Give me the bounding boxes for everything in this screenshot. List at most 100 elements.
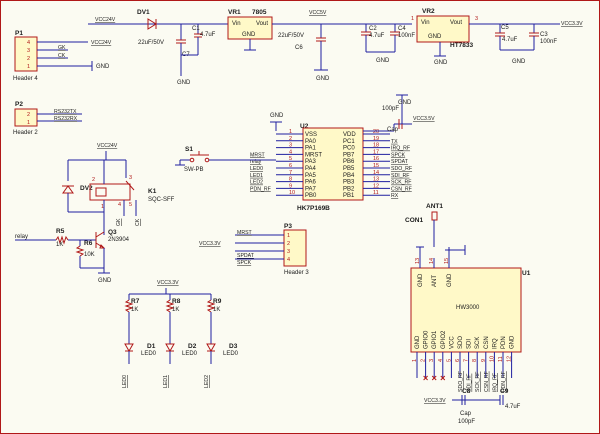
u2-right-pin-8: PB2 [343,186,355,192]
ant-symbol [431,211,438,221]
u1-bottom-num-1: 2 [421,359,427,362]
led-resistor-ref-0: R7 [131,298,140,305]
u2-right-pin-9: PB1 [343,193,355,199]
vr2-pin3: 3 [475,16,478,22]
p1-pin2: 2 [27,56,30,62]
c3-ref: C3 [540,32,548,38]
c6-value: 22uF/50V [278,33,304,39]
c9-value: 4.7uF [505,404,521,410]
u2-left-num-0: 1 [289,129,292,135]
ant-ref: ANT1 [426,203,443,210]
u2-left-pin-1: PA0 [305,139,317,145]
gnd-c7: GND [177,80,191,86]
k1-pin5: 5 [129,202,132,208]
led-diode-ref-0: D1 [147,343,156,350]
u2-left-net-3: MRST [250,152,266,158]
vr2-regulator [416,15,470,43]
u2-right-num-6: 14 [373,170,379,176]
p2-header: P2 2 1 RS232TX RS232RX Header 2 [13,101,82,136]
u2-right-pin-0: VDD [343,132,356,138]
q3-gnd: GND [98,278,112,284]
u2-left-pin-0: VSS [305,132,317,138]
u2-left-num-6: 7 [289,170,292,176]
u2-right-net-2: IRQ_RF [391,146,410,152]
u2-left-num-4: 5 [289,156,292,162]
c8-value: Cap [460,411,472,417]
u2-left-num-8: 9 [289,183,292,189]
u2-right-pin-5: PB5 [343,166,355,172]
u2-left-pin-8: PA7 [305,186,317,192]
u2-body [302,127,364,201]
led-resistor-ref-2: R9 [213,298,222,305]
p3-pin1: 1 [287,233,290,239]
u2-right-pin-1: PC1 [343,139,355,145]
led-resistor-val-2: 1K [213,307,220,313]
c5-ref: C5 [501,25,509,31]
con-ref: CON1 [405,217,423,224]
u2-left-pin-2: PA1 [305,146,317,152]
u1-bottom-num-9: 10 [489,356,495,362]
u2-right-net-4: SPDAT [391,159,409,165]
u1-bottom-pin-0: GND [415,335,421,349]
led-resistor-val-1: 1K [172,307,179,313]
u2-left-num-3: 4 [289,149,292,155]
vr2-pin1: 1 [411,16,414,22]
u2-left-net-4: relay [250,159,262,165]
p3-net-spck: SPCK [237,260,252,266]
led-resistor-1 [165,299,175,313]
u2-left-pin-3: MRST [305,152,322,158]
u2-cap-ref: Cap [387,127,399,133]
r6-ref: R6 [84,240,93,247]
p1-net-gk: GK [58,45,66,51]
u1-bottom-num-7: 8 [472,359,478,362]
rf-vcc: VCC3.3V [424,398,446,404]
switch-s1: S1 SW-PB [175,146,276,173]
u1-bottom-num-0: 1 [412,359,418,362]
u2-left-pin-7: PA6 [305,180,317,186]
r5-ref: R5 [56,228,65,235]
u2-right-pin-4: PB6 [343,159,355,165]
led-diode-name-0: LED0 [141,351,157,357]
gnd-c6: GND [316,76,330,82]
u1-bottom-net-8: CSN_RF [484,371,490,392]
p2-net-rx: RS232RX [54,116,78,122]
u1-bottom-pin-7: SCK [475,337,481,349]
led-diode-1 [165,343,175,353]
k1-pin2: 2 [92,177,95,183]
u2-cap-value: 100pF [382,106,399,112]
u1-bottom-num-6: 7 [464,359,470,362]
u2-left-net-8: PDN_RF [250,186,271,192]
gnd-c5-c3: GND [512,59,526,65]
c3-value: 100nF [540,39,557,45]
k1-coil [89,183,131,201]
u1-body [410,267,522,353]
gnd-c2-c4: GND [376,58,390,64]
led-diode-ref-1: D2 [188,343,197,350]
u2-left-num-9: 10 [289,190,295,196]
p3-name: Header 3 [284,270,309,276]
u1-bottom-num-4: 5 [446,359,452,362]
c2-ref: C2 [369,26,377,32]
u2-left-net-6: LED1 [250,173,263,179]
u2-right-pin-7: PB3 [343,180,355,186]
u1-bottom-pin-9: IRQ [492,338,498,349]
u1-bottom-pin-6: SDI [467,339,473,349]
u2-right-num-9: 11 [373,190,379,196]
vr1-ref: VR1 [228,9,241,16]
u1-bottom-net-9: IRQ_RF [492,373,498,392]
u1-top-pin-0: GND [418,273,424,287]
relay-vcc: VCC24V [97,143,118,149]
u2-left-pin-9: PB0 [305,193,317,199]
u2-right-net-6: SDI_RF [391,173,409,179]
k1-ck: CK [135,218,141,226]
r6-value: 10K [84,252,95,258]
p3-pin2: 2 [287,241,290,247]
u2-right-net-1: TX [391,139,398,145]
p1-pin1: 1 [27,64,30,70]
u1-bottom-net-7: SCK_RF [475,372,481,392]
c6-ref: C6 [295,45,303,51]
dv1-label: DV1 [137,9,150,16]
led-net-0: LED0 [122,375,128,388]
vcc5-label: VCC5V [309,10,327,16]
